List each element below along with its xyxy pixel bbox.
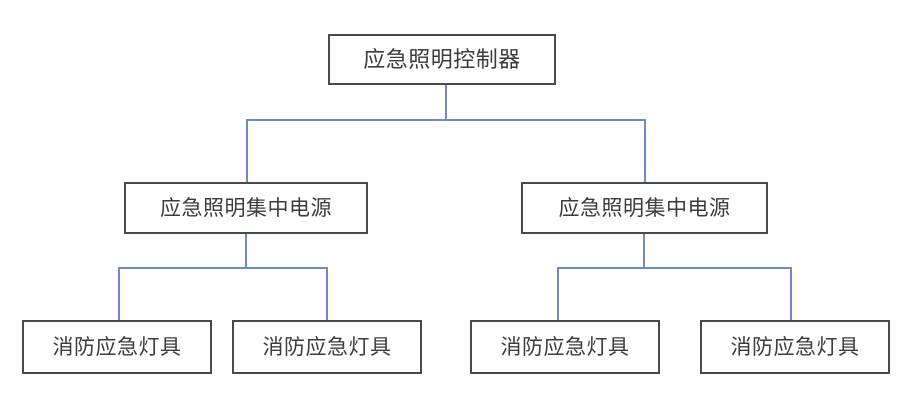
node-centralized-power-supply-left[interactable]: 应急照明集中电源 xyxy=(124,182,368,234)
node-label: 消防应急灯具 xyxy=(730,335,860,359)
node-label: 应急照明集中电源 xyxy=(160,196,332,220)
node-label: 消防应急灯具 xyxy=(262,335,392,359)
node-fire-emergency-luminaire-3[interactable]: 消防应急灯具 xyxy=(470,320,660,374)
node-label: 应急照明控制器 xyxy=(363,46,521,72)
node-fire-emergency-luminaire-2[interactable]: 消防应急灯具 xyxy=(232,320,422,374)
node-label: 消防应急灯具 xyxy=(500,335,630,359)
node-emergency-lighting-controller[interactable]: 应急照明控制器 xyxy=(328,34,556,85)
node-fire-emergency-luminaire-1[interactable]: 消防应急灯具 xyxy=(22,320,212,374)
node-label: 应急照明集中电源 xyxy=(558,196,731,220)
node-centralized-power-supply-right[interactable]: 应急照明集中电源 xyxy=(521,182,768,234)
node-fire-emergency-luminaire-4[interactable]: 消防应急灯具 xyxy=(700,320,890,374)
node-label: 消防应急灯具 xyxy=(52,335,182,359)
